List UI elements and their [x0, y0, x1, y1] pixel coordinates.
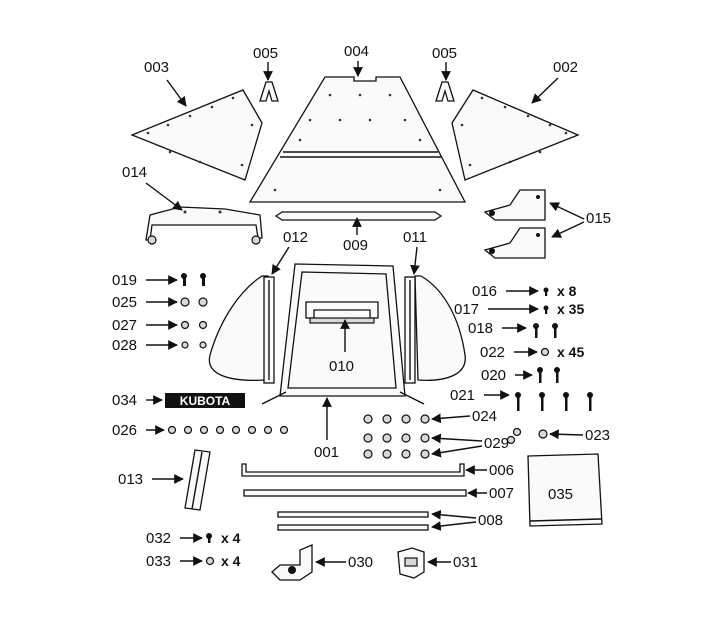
- part-025-nuts: [180, 297, 208, 307]
- label-030: 030: [348, 554, 373, 571]
- label-032: 032: [146, 530, 171, 547]
- part-013-strip: [184, 449, 211, 511]
- part-008-rails: [277, 511, 429, 531]
- label-001: 001: [314, 444, 339, 461]
- part-019-bolts: [181, 273, 206, 286]
- part-004-top-panel: [248, 76, 467, 203]
- part-007-rail: [243, 489, 467, 497]
- part-027-washers: [180, 320, 208, 330]
- label-034: 034: [112, 392, 137, 409]
- part-033-nuts: [205, 556, 215, 566]
- part-003-left-panel: [130, 89, 263, 181]
- label-003: 003: [144, 59, 169, 76]
- label-029: 029: [484, 435, 509, 452]
- part-029-nuts: [363, 433, 430, 459]
- part-005-bracket-right: [435, 81, 455, 102]
- part-009-rod: [274, 211, 443, 221]
- part-016-screws: [543, 287, 549, 296]
- label-023: 023: [585, 427, 610, 444]
- label-035: 035: [548, 486, 573, 503]
- label-015: 015: [586, 210, 611, 227]
- part-030-bracket: [271, 544, 313, 581]
- part-024-washers: [363, 414, 430, 424]
- qty-017: x 35: [557, 301, 584, 317]
- part-021-bolts: [515, 392, 593, 411]
- label-022: 022: [480, 344, 505, 361]
- part-011-right-side-panel: [404, 275, 466, 384]
- label-002: 002: [553, 59, 578, 76]
- label-011: 011: [403, 229, 427, 246]
- label-010: 010: [329, 358, 354, 375]
- qty-016: x 8: [557, 283, 577, 299]
- qty-033: x 4: [221, 553, 241, 569]
- label-005-right: 005: [432, 45, 457, 62]
- part-006-rail: [241, 463, 465, 477]
- label-033: 033: [146, 553, 171, 570]
- label-005-left: 005: [253, 45, 278, 62]
- label-020: 020: [481, 367, 506, 384]
- label-007: 007: [489, 485, 514, 502]
- label-006: 006: [489, 462, 514, 479]
- part-005-bracket-left: [259, 81, 279, 102]
- decal-text: KUBOTA: [180, 394, 231, 408]
- part-018-bolts: [533, 323, 558, 338]
- part-022-nuts: [540, 347, 550, 357]
- qty-022: x 45: [557, 344, 584, 360]
- label-017: 017: [454, 301, 479, 318]
- part-034-kubota-decal: KUBOTA: [165, 393, 245, 408]
- label-004: 004: [344, 43, 369, 60]
- label-018: 018: [468, 320, 493, 337]
- label-013: 013: [118, 471, 143, 488]
- part-029-023-extra: [506, 427, 548, 445]
- label-009: 009: [343, 237, 368, 254]
- part-017-screws: [543, 305, 549, 314]
- label-021: 021: [450, 387, 475, 404]
- part-012-left-side-panel: [208, 275, 275, 384]
- part-028-washers: [181, 341, 207, 349]
- label-014: 014: [122, 164, 147, 181]
- part-026-nuts: [167, 425, 289, 435]
- label-026: 026: [112, 422, 137, 439]
- label-025: 025: [112, 294, 137, 311]
- label-008: 008: [478, 512, 503, 529]
- label-028: 028: [112, 337, 137, 354]
- part-015-brackets: [483, 189, 546, 259]
- part-001-frame: [261, 263, 425, 405]
- part-031-clip: [397, 547, 425, 579]
- label-012: 012: [283, 229, 308, 246]
- label-031: 031: [453, 554, 478, 571]
- label-024: 024: [472, 408, 497, 425]
- part-035-manual: [527, 453, 603, 527]
- part-002-right-panel: [451, 89, 580, 181]
- part-014-bracket: [145, 206, 263, 245]
- label-016: 016: [472, 283, 497, 300]
- qty-032: x 4: [221, 530, 241, 546]
- label-027: 027: [112, 317, 137, 334]
- part-032-screws: [206, 533, 212, 543]
- label-019: 019: [112, 272, 137, 289]
- part-020-bolts: [537, 367, 560, 383]
